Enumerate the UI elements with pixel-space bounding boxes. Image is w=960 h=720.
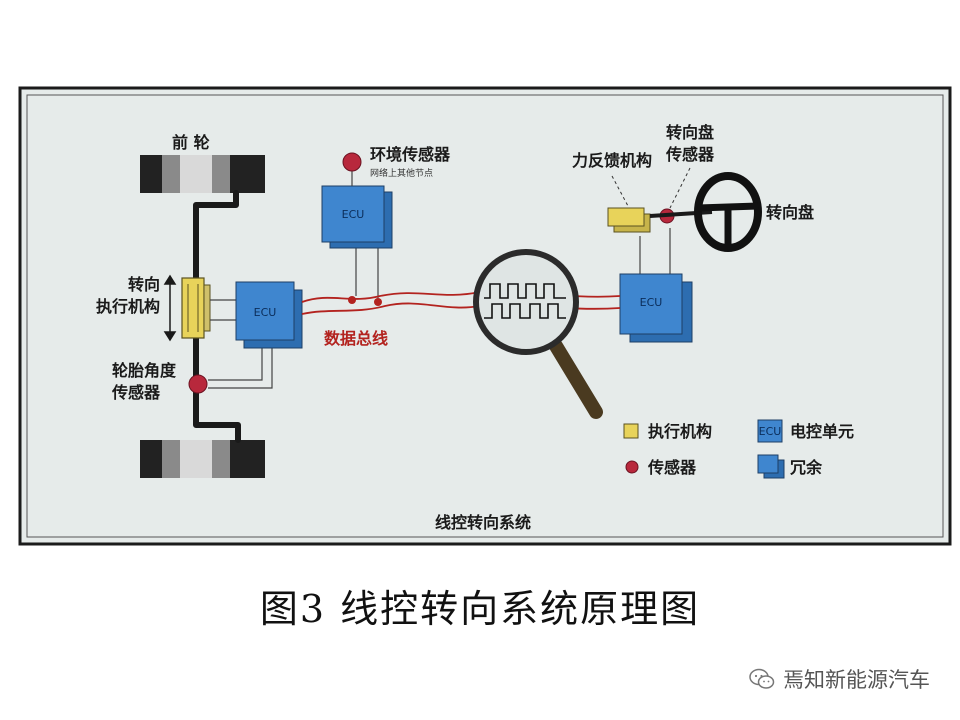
- environment-sensor-label: 环境传感器: [370, 145, 451, 164]
- environment-sensor-sublabel: 网络上其他节点: [370, 167, 433, 179]
- svg-text:ECU: ECU: [640, 296, 663, 309]
- wechat-icon: [749, 668, 775, 689]
- ecu-left: ECU: [235, 281, 303, 349]
- legend-ecu-swatch: [757, 419, 783, 443]
- legend: 执行机构 ECU 电控单元 传感器 冗余: [623, 419, 854, 479]
- actuator-motion-arrow: [163, 274, 177, 342]
- ecu-wiring: [208, 228, 671, 389]
- data-bus-label: 数据总线: [324, 329, 388, 348]
- legend-sensor-label: 传感器: [647, 458, 697, 477]
- svg-text:ECU: ECU: [759, 425, 782, 438]
- steering-actuator-label-line1: 转向: [128, 275, 160, 294]
- steering-sensor-label-line1: 转向盘: [666, 123, 714, 142]
- leader-lines: [611, 167, 691, 209]
- diagram-panel-inner-border: [26, 94, 944, 538]
- legend-actuator-swatch: [623, 423, 639, 439]
- watermark: 焉知新能源汽车: [749, 664, 930, 694]
- steering-wheel: [694, 172, 762, 252]
- front-wheel-bottom: [140, 440, 265, 478]
- bus-junctions: [348, 296, 382, 306]
- tire-sensor-label-line1: 轮胎角度: [112, 361, 177, 380]
- steer-by-wire-diagram: ECU ECU ECU: [18, 86, 952, 546]
- environment-sensor: [342, 152, 362, 186]
- front-wheel-label: 前 轮: [172, 133, 210, 152]
- legend-sensor-swatch: [625, 460, 639, 474]
- steering-actuator: [181, 277, 211, 339]
- force-feedback-unit: [607, 207, 651, 233]
- svg-text:ECU: ECU: [254, 306, 277, 319]
- legend-redundant-swatch: [757, 454, 779, 474]
- legend-actuator-label: 执行机构: [648, 422, 712, 441]
- ecu-right: ECU: [619, 273, 693, 343]
- front-wheel-top: [140, 155, 265, 193]
- magnifier: [473, 249, 603, 419]
- watermark-text: 焉知新能源汽车: [783, 668, 930, 692]
- force-feedback-label: 力反馈机构: [572, 151, 652, 170]
- tire-angle-sensor: [188, 374, 208, 394]
- svg-text:ECU: ECU: [342, 208, 365, 221]
- steering-sensor-label-line2: 传感器: [665, 145, 715, 164]
- steering-actuator-label-line2: 执行机构: [96, 297, 160, 316]
- legend-ecu-label: 电控单元: [790, 422, 854, 441]
- legend-redundant-label: 冗余: [789, 458, 823, 477]
- steering-wheel-label: 转向盘: [766, 203, 814, 222]
- system-title: 线控转向系统: [435, 513, 531, 532]
- ecu-environment: ECU: [321, 185, 393, 249]
- tire-sensor-label-line2: 传感器: [111, 383, 161, 402]
- figure-caption: 图3 线控转向系统原理图: [259, 587, 701, 631]
